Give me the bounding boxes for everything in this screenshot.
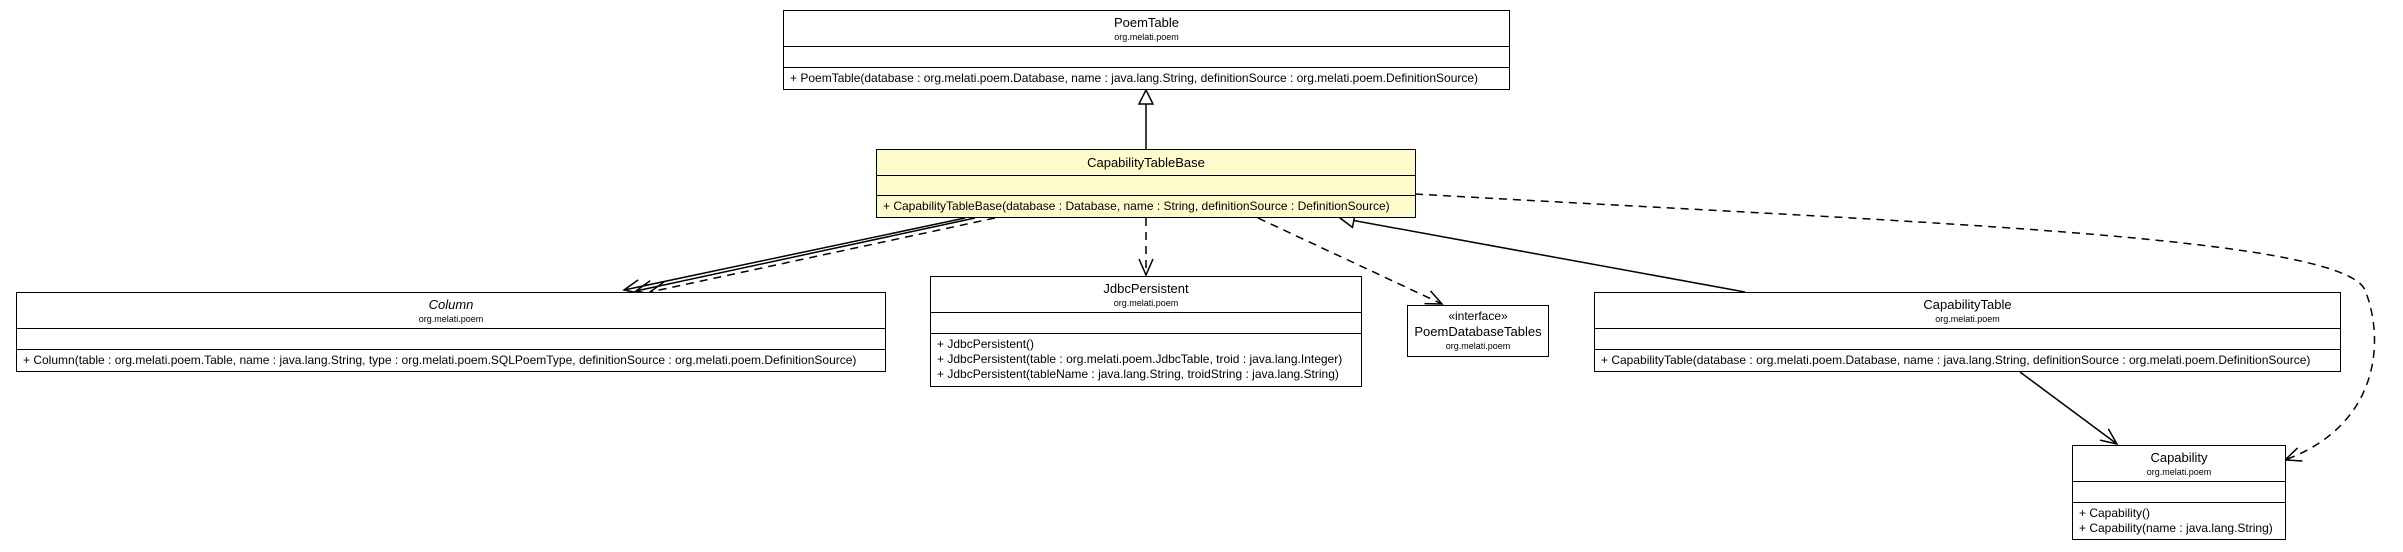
edge-association-base-to-column-1	[622, 217, 966, 295]
edge-dependency-base-to-capability	[1414, 193, 2376, 462]
attributes-compartment	[1595, 329, 2340, 350]
operations-compartment: + Column(table : org.melati.poem.Table, …	[17, 350, 885, 371]
attributes-compartment	[877, 176, 1415, 196]
class-header: PoemTable org.melati.poem	[784, 11, 1509, 47]
attributes-compartment	[784, 47, 1509, 68]
class-capability-table[interactable]: CapabilityTable org.melati.poem + Capabi…	[1594, 292, 2341, 372]
operation: + Column(table : org.melati.poem.Table, …	[23, 353, 857, 367]
class-name: PoemDatabaseTables	[1414, 324, 1542, 339]
class-name: Column	[428, 296, 474, 312]
edge-association-capabilitytable-to-capability	[2019, 371, 2119, 446]
class-header: Capability org.melati.poem	[2073, 446, 2285, 482]
operations-compartment: + PoemTable(database : org.melati.poem.D…	[784, 68, 1509, 89]
class-package: org.melati.poem	[1113, 297, 1179, 308]
attributes-compartment	[931, 313, 1361, 334]
class-header: Column org.melati.poem	[17, 293, 885, 329]
class-package: org.melati.poem	[1445, 341, 1511, 351]
class-name: PoemTable	[1113, 14, 1180, 30]
operation: + JdbcPersistent()	[937, 337, 1035, 351]
operation: + JdbcPersistent(table : org.melati.poem…	[937, 352, 1343, 366]
operation: + CapabilityTable(database : org.melati.…	[1601, 353, 2311, 367]
class-column[interactable]: Column org.melati.poem + Column(table : …	[16, 292, 886, 372]
class-name: CapabilityTable	[1923, 296, 2012, 312]
class-package: org.melati.poem	[418, 313, 484, 324]
class-header: JdbcPersistent org.melati.poem	[931, 277, 1361, 313]
class-header: CapabilityTable org.melati.poem	[1595, 293, 2340, 329]
attributes-compartment	[2073, 482, 2285, 503]
edge-generalization-capabilitytable-to-base	[1340, 218, 1746, 293]
attributes-compartment	[17, 329, 885, 350]
operations-compartment: + JdbcPersistent() + JdbcPersistent(tabl…	[931, 334, 1361, 385]
operations-compartment: + CapabilityTableBase(database : Databas…	[877, 196, 1415, 217]
operations-compartment: + Capability() + Capability(name : java.…	[2073, 503, 2285, 539]
class-header: CapabilityTableBase	[877, 150, 1415, 176]
class-package: org.melati.poem	[1935, 313, 2000, 324]
class-name: JdbcPersistent	[1103, 280, 1189, 296]
class-capability[interactable]: Capability org.melati.poem + Capability(…	[2072, 445, 2286, 540]
edge-association-base-to-column-2	[634, 217, 976, 296]
operations-compartment: + CapabilityTable(database : org.melati.…	[1595, 350, 2340, 371]
class-name: Capability	[2150, 449, 2208, 465]
interface-poem-database-tables[interactable]: «interface» PoemDatabaseTables org.melat…	[1407, 305, 1549, 357]
class-package: org.melati.poem	[1114, 31, 1179, 42]
operation: + CapabilityTableBase(database : Databas…	[883, 199, 1390, 213]
operation: + Capability()	[2079, 506, 2151, 520]
operation: + JdbcPersistent(tableName : java.lang.S…	[937, 367, 1339, 381]
class-name: CapabilityTableBase	[1087, 154, 1205, 170]
stereotype-label: «interface»	[1448, 309, 1508, 323]
class-jdbc-persistent[interactable]: JdbcPersistent org.melati.poem + JdbcPer…	[930, 276, 1362, 387]
class-header: «interface» PoemDatabaseTables org.melat…	[1408, 306, 1548, 355]
operation: + PoemTable(database : org.melati.poem.D…	[790, 71, 1479, 85]
edge-dependency-base-to-poemdatabasetables	[1257, 217, 1444, 305]
operation: + Capability(name : java.lang.String)	[2079, 521, 2273, 535]
class-poem-table[interactable]: PoemTable org.melati.poem + PoemTable(da…	[783, 10, 1510, 90]
edge-dependency-base-to-column	[648, 217, 996, 297]
class-capability-table-base[interactable]: CapabilityTableBase + CapabilityTableBas…	[876, 149, 1416, 218]
class-package: org.melati.poem	[2146, 466, 2212, 477]
